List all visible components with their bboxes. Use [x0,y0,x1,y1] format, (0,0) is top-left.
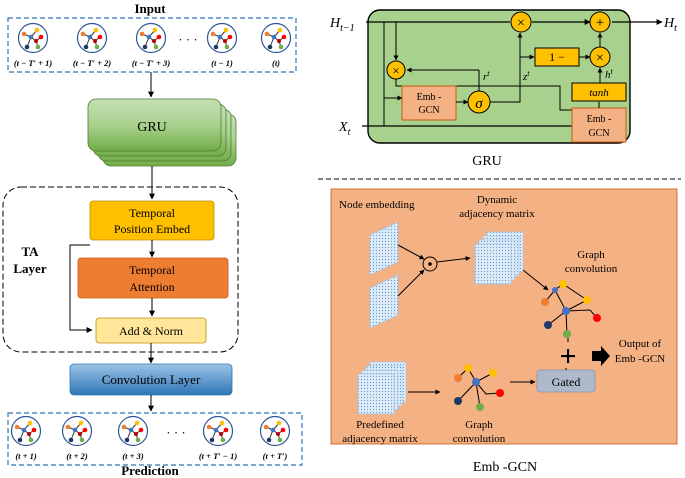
h-tilde-label: ht [605,67,614,81]
gru-caption: GRU [472,154,502,169]
residual-line-outer [69,244,93,333]
graph-icon [10,415,42,447]
input-sequence-box [7,17,297,73]
graph-icon [17,22,49,54]
emb-gcn-right-box [571,107,627,143]
output-label: Output of [619,338,662,350]
multiply-z-symbol: × [517,16,525,31]
output-sequence-box [7,412,303,466]
left-pipeline: Input · · · (t − T′ + 1) (t − T′ + 2) (t… [2,1,303,478]
gru-cell-diagram: Ht−1 Ht Xt × Emb - GCN σ rt zt × [329,9,677,169]
predefined-adjacency-stack [357,361,407,415]
graph-icon [260,22,292,54]
tanh-box [571,82,627,102]
temporal-position-embed-label: Temporal [129,206,175,220]
output-label: Emb -GCN [615,353,665,365]
output-label: (t + 3) [122,451,144,461]
node-embedding-plane [369,274,399,329]
output-label: (t + 1) [15,451,37,461]
gru-stack: GRU [87,98,237,167]
output-time-labels: (t + 1) (t + 2) (t + 3) (t + T′ − 1) (t … [15,451,287,461]
input-graph-icons [17,22,292,54]
plus-node [589,11,611,33]
node-embedding-plane [369,221,399,276]
multiply-r-symbol: × [392,63,399,78]
temporal-attention-label: Temporal [129,263,175,277]
prediction-title: Prediction [121,463,179,478]
graph-convolution-bottom [454,364,504,411]
temporal-position-embed-label: Position Embed [114,222,190,236]
tanh-label: tanh [589,87,609,99]
input-label: (t − T′ + 3) [132,58,171,68]
gated-label: Gated [552,375,581,389]
emb-gcn-right-label: GCN [588,128,609,139]
graph-convolution-top-label: Graph [577,249,605,261]
r-label: rt [483,69,490,83]
one-minus-label: 1 − [549,50,565,64]
graph-icon [76,22,108,54]
input-ellipsis: · · · [178,32,198,47]
graph-icon [206,22,238,54]
graph-icon [61,415,93,447]
x-in-label: Xt [338,120,351,138]
output-ellipsis: · · · [166,425,186,440]
output-label: (t + T′) [263,451,288,461]
h-prev-label: Ht−1 [329,16,355,34]
sigma-symbol: σ [475,96,483,112]
input-label: (t − T′ + 2) [73,58,112,68]
graph-icon [117,415,149,447]
odot-to-dynamic [436,256,471,263]
hadamard-dot [428,262,432,266]
input-title: Input [134,1,166,16]
ta-layer-label: Layer [13,261,46,276]
multiply-h-symbol: × [596,51,604,66]
graph-icon [259,415,291,447]
dynamic-adjacency-label: adjacency matrix [459,208,535,220]
input-label: (t − 1) [211,58,233,68]
predefined-adjacency-label: Predefined [356,419,404,431]
graph-convolution-bottom-label: Graph [465,419,493,431]
h-out-label: Ht [663,16,677,34]
node-embedding-label: Node embedding [339,199,415,211]
emb-to-odot-1 [397,244,425,260]
emb-gcn-left-label: Emb - [417,92,442,103]
predefined-adjacency-label: adjacency matrix [342,433,418,445]
graph-convolution-top-label: convolution [565,263,618,275]
graph-icon [202,415,234,447]
multiply-z-node [510,11,532,33]
input-label: (t) [272,58,280,68]
output-label: (t + T′ − 1) [199,451,238,461]
output-graph-icons [10,415,291,447]
emb-gcn-right-label: Emb - [587,114,612,125]
emb-gcn-caption: Emb -GCN [473,460,537,475]
ta-layer-label: TA [21,244,39,259]
input-time-labels: (t − T′ + 1) (t − T′ + 2) (t − T′ + 3) (… [14,58,280,68]
dynamic-to-graph [522,269,549,291]
output-label: (t + 2) [66,451,88,461]
sigma-to-z [490,32,523,103]
plus-symbol: + [596,15,604,31]
emb-gcn-left-box [401,85,457,121]
mult-to-right-emb [395,79,572,111]
graph-icon [135,22,167,54]
output-arrow-icon [592,346,610,366]
z-label: zt [522,69,530,83]
emb-gcn-left-label: GCN [418,105,439,116]
dynamic-adjacency-label: Dynamic [477,194,517,206]
input-label: (t − T′ + 1) [14,58,53,68]
combine-plus-icon: + [559,340,576,373]
temporal-attention-box [77,257,229,299]
graph-convolution-top [541,280,601,338]
graph-convolution-bottom-label: convolution [453,433,506,445]
emb-gcn-diagram: Node embedding Dynamic adjacency matrix … [330,188,678,475]
add-norm-label: Add & Norm [119,324,184,338]
convolution-layer-label: Convolution Layer [102,372,201,387]
dynamic-adjacency-stack [474,231,524,285]
gru-block-label: GRU [137,120,167,135]
emb-to-odot-2 [397,269,425,297]
temporal-attention-label: Attention [129,280,174,294]
ta-layer-box [2,186,239,353]
